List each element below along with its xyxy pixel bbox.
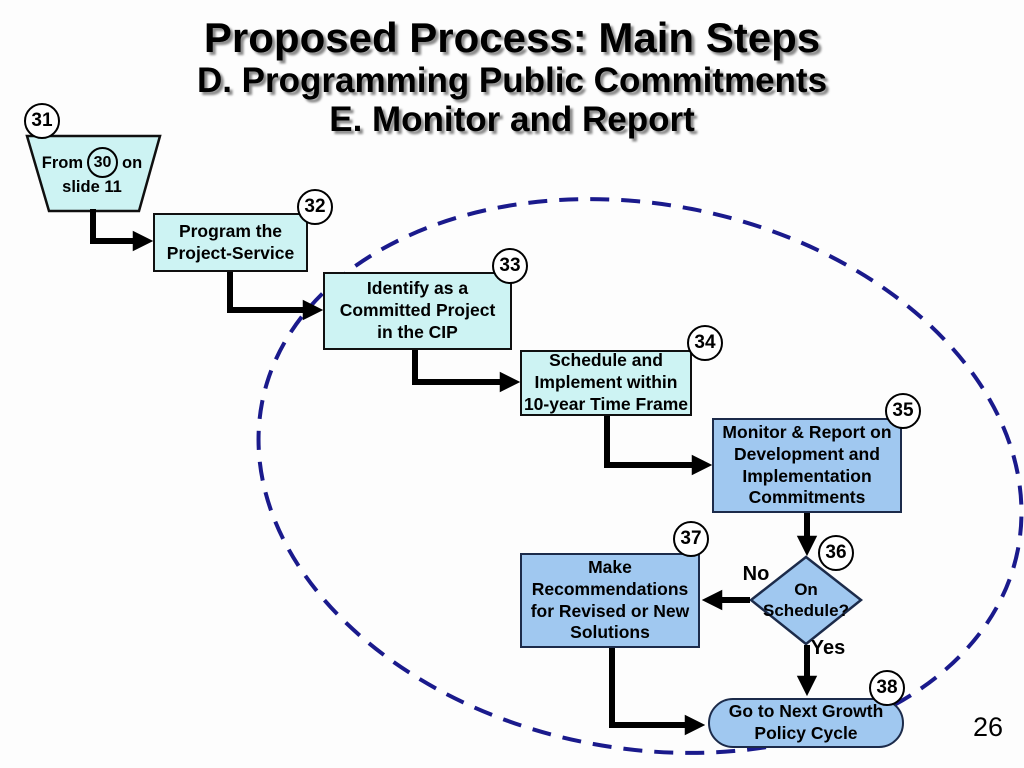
slide-title-block: Proposed Process: Main Steps D. Programm…	[0, 14, 1024, 139]
node-program-project-service: Program the Project-Service	[153, 213, 308, 272]
node-make-recommendations: Make Recommendations for Revised or New …	[520, 553, 700, 648]
step-badge-32: 32	[297, 189, 333, 225]
edge-label-no: No	[742, 563, 770, 585]
connector-37-to-38	[609, 648, 706, 736]
connector-start-to-32	[90, 209, 154, 252]
step-badge-35: 35	[885, 393, 921, 429]
title-line-1: Proposed Process: Main Steps	[203, 14, 821, 61]
step-badge-31: 31	[24, 103, 60, 139]
page-number: 26	[972, 712, 1004, 742]
node-identify-committed-project: Identify as a Committed Project in the C…	[323, 272, 512, 350]
step-badge-38: 38	[869, 670, 905, 706]
edge-label-yes: Yes	[810, 637, 846, 659]
title-line-2: D. Programming Public Commitments	[196, 61, 828, 101]
start-label-line-1: From 30 on	[41, 147, 143, 179]
slide-ref-circle: 30	[87, 147, 119, 179]
node-start-label: From 30 on slide 11	[28, 140, 156, 204]
step-badge-34: 34	[687, 325, 723, 361]
node-schedule-implement: Schedule and Implement within 10-year Ti…	[520, 350, 692, 416]
connector-34-to-35	[604, 415, 713, 476]
step-badge-33: 33	[492, 248, 528, 284]
step-badge-36: 36	[818, 535, 854, 571]
connector-33-to-34	[412, 349, 521, 393]
start-label-line-2: slide 11	[62, 178, 122, 197]
node-decision-on-schedule-label: On Schedule?	[763, 579, 849, 620]
title-line-3: E. Monitor and Report	[329, 100, 695, 140]
connector-32-to-33	[227, 271, 324, 321]
start-label-post: on	[122, 153, 143, 172]
node-monitor-report: Monitor & Report on Development and Impl…	[712, 418, 902, 513]
node-next-growth-policy-cycle: Go to Next Growth Policy Cycle	[708, 698, 904, 748]
start-label-pre: From	[41, 153, 84, 172]
step-badge-37: 37	[673, 521, 709, 557]
